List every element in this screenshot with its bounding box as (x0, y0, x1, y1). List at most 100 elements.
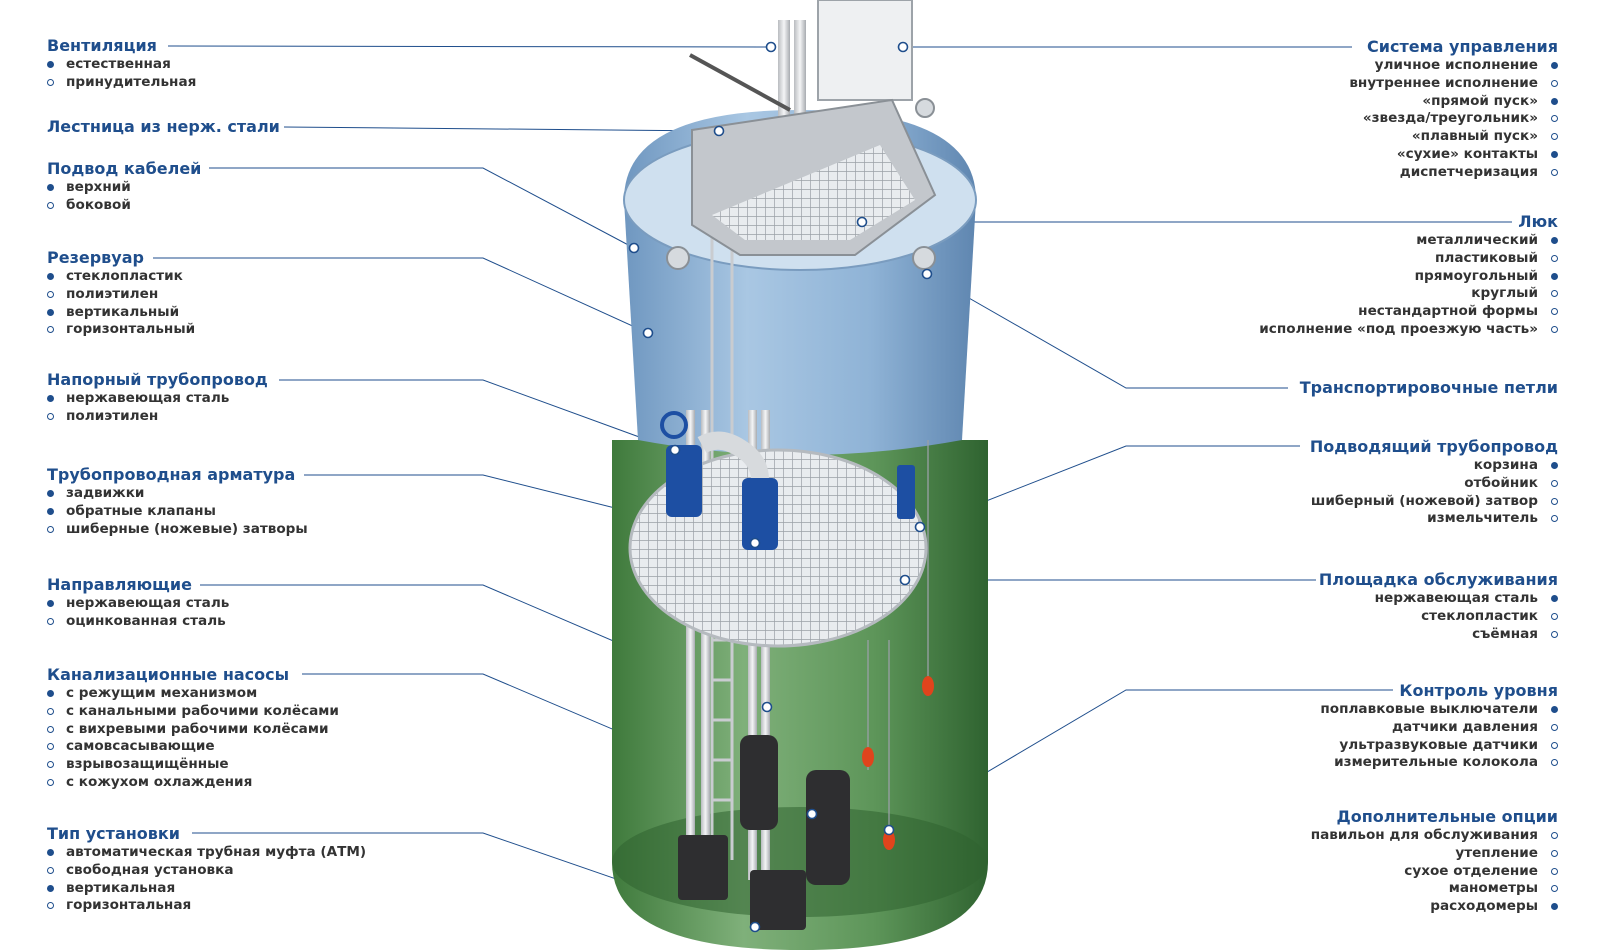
bullet-icon (1551, 515, 1558, 523)
legend-item: самовсасывающие (47, 738, 339, 756)
bullet-icon (1551, 325, 1558, 333)
legend-item: полиэтилен (47, 286, 195, 304)
legend-item: с вихревыми рабочими колёсами (47, 721, 339, 739)
bullet-icon (47, 326, 54, 334)
bullet-icon (47, 273, 54, 280)
group-title: Люк (1518, 212, 1558, 231)
legend-item: «плавный пуск» (1349, 128, 1558, 146)
group-title: Подвод кабелей (47, 159, 202, 178)
legend-item: металлический (1259, 232, 1558, 250)
cabinet-handle (689, 53, 791, 112)
group-title: Контроль уровня (1399, 681, 1558, 700)
bullet-icon (1551, 290, 1558, 298)
legend-item: стеклопластик (1319, 608, 1558, 626)
legend-item: автоматическая трубная муфта (АТМ) (47, 844, 366, 862)
legend-item: стеклопластик (47, 268, 195, 286)
legend-item: боковой (47, 197, 201, 215)
legend-item: вертикальный (47, 304, 195, 322)
check-valve (742, 478, 778, 550)
bullet-icon (1551, 62, 1558, 69)
anchor-control (897, 41, 909, 53)
pressure-pipe (697, 431, 769, 505)
legend-item: «прямой пуск» (1349, 93, 1558, 111)
bullet-icon (1551, 885, 1558, 893)
legend-item: «звезда/треугольник» (1349, 110, 1558, 128)
valves (666, 445, 915, 550)
legend-item: нержавеющая сталь (47, 390, 268, 408)
legend-cable-entry: Подвод кабелей верхний боковой (47, 158, 201, 215)
bullet-icon (1551, 150, 1558, 158)
legend-reservoir: Резервуар стеклопластик полиэтилен верти… (47, 247, 195, 339)
legend-item: оцинкованная сталь (47, 613, 229, 631)
bullet-icon (47, 866, 54, 874)
group-title: Транспортировочные петли (1299, 378, 1558, 397)
bullet-icon (1551, 867, 1558, 875)
pump (806, 770, 850, 885)
bullet-icon (1551, 741, 1558, 749)
legend-item: с кожухом охлаждения (47, 774, 339, 792)
bullet-icon (47, 308, 54, 316)
legend-installation-type: Тип установки автоматическая трубная муф… (47, 823, 366, 915)
legend-item: принудительная (47, 74, 196, 92)
pump-base (750, 870, 806, 930)
level-floats (862, 440, 934, 850)
legend-item: диспетчеризация (1349, 164, 1558, 182)
legend-item: съёмная (1319, 626, 1558, 644)
hatch-grid (712, 145, 915, 240)
service-platform (628, 448, 928, 648)
legend-item: с режущим механизмом (47, 685, 339, 703)
legend-item: горизонтальная (47, 897, 366, 915)
legend-item: взрывозащищённые (47, 756, 339, 774)
leader-pressure-pipe (279, 379, 676, 451)
anchor-hatch (856, 216, 868, 228)
legend-item: верхний (47, 179, 201, 197)
legend-item: датчики давления (1320, 719, 1558, 737)
legend-level-control: Контроль уровня поплавковые выключатели … (1320, 680, 1558, 772)
legend-service-platform: Площадка обслуживания нержавеющая сталь … (1319, 569, 1558, 643)
anchor-fittings (749, 537, 761, 549)
leader-ladder (283, 126, 720, 132)
bullet-icon (1551, 115, 1558, 123)
legend-item: с канальными рабочими колёсами (47, 703, 339, 721)
legend-item: внутреннее исполнение (1349, 75, 1558, 93)
legend-item: свободная установка (47, 862, 366, 880)
group-title: Система управления (1367, 37, 1558, 56)
legend-item: нержавеющая сталь (47, 595, 229, 613)
legend-item: «сухие» контакты (1349, 146, 1558, 164)
bullet-icon (1551, 79, 1558, 87)
rail (778, 20, 790, 130)
float-switch (922, 676, 934, 696)
bullet-icon (1551, 595, 1558, 602)
legend-ladder: Лестница из нерж. стали (47, 116, 280, 137)
anchor-pressure-pipe (669, 444, 681, 456)
legend-item: сухое отделение (1311, 863, 1558, 881)
legend-item: ультразвуковые датчики (1320, 737, 1558, 755)
legend-item: естественная (47, 56, 196, 74)
legend-item: поплавковые выключатели (1320, 701, 1558, 719)
control-cabinet (817, 0, 913, 101)
valve-handwheel (660, 411, 688, 439)
legend-item: измерительные колокола (1320, 754, 1558, 772)
bullet-icon (1551, 462, 1558, 469)
anchor-install-type (749, 921, 761, 933)
bullet-icon (1551, 272, 1558, 280)
bullet-icon (1551, 497, 1558, 505)
transport-loop (912, 246, 936, 270)
legend-item: измельчитель (1310, 510, 1558, 528)
bullet-icon (47, 600, 54, 607)
leader-ventilation (167, 45, 772, 48)
legend-additional-options: Дополнительные опции павильон для обслуж… (1311, 806, 1558, 916)
anchor-ladder (713, 125, 725, 137)
anchor-platform (899, 574, 911, 586)
bullet-icon (1551, 706, 1558, 713)
legend-item: полиэтилен (47, 408, 268, 426)
bullet-icon (47, 412, 54, 420)
group-title: Площадка обслуживания (1318, 570, 1558, 589)
legend-item: корзина (1310, 457, 1558, 475)
group-title: Подводящий трубопровод (1309, 437, 1558, 456)
legend-item: манометры (1311, 880, 1558, 898)
bullet-icon (47, 725, 54, 733)
anchor-guides (761, 701, 773, 713)
bullet-icon (1551, 849, 1558, 857)
gate-valve (666, 445, 702, 517)
